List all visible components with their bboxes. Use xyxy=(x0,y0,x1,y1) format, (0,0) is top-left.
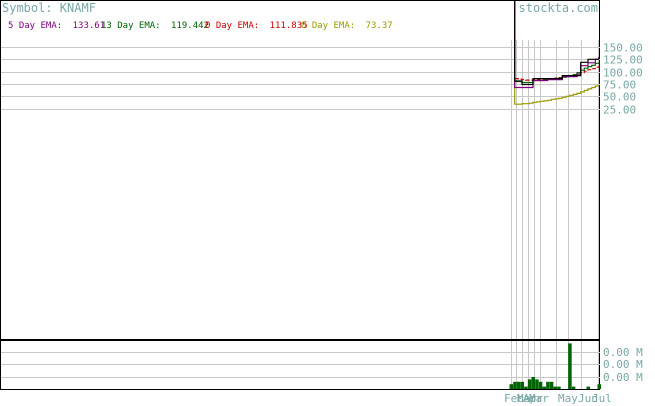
legend-ema13-value: 119.442 xyxy=(171,21,209,31)
symbol-title: Symbol: KNAMF xyxy=(2,1,96,15)
volume-bar xyxy=(513,381,517,389)
brand-name: stockta.com xyxy=(519,1,598,15)
legend-ema5-label: 5 Day EMA: xyxy=(8,21,62,31)
legend-entry-ema13: 13 Day EMA: 119.442 xyxy=(101,21,209,31)
legend-ema20-value: 111.835 xyxy=(270,21,308,31)
date-tick-label: Mar xyxy=(529,392,549,405)
legend-ema50-value: 73.37 xyxy=(366,21,393,31)
series-line-ema20 xyxy=(514,1,599,81)
date-tick-label: Apr xyxy=(523,392,543,405)
volume-bar xyxy=(549,381,554,389)
legend-ema20-label: 0 Day EMA: xyxy=(205,21,259,31)
volume-tick-label: 0.00 M xyxy=(603,371,643,384)
volume-bar xyxy=(516,381,521,389)
volume-bar xyxy=(542,386,546,389)
grid-layer xyxy=(1,40,600,389)
price-tick-label: 125.00 xyxy=(603,54,643,67)
price-tick-label: 100.00 xyxy=(603,67,643,80)
price-panel-frame xyxy=(0,0,600,340)
date-tick-label: Feb xyxy=(504,392,524,405)
price-tick-label: 50.00 xyxy=(603,91,636,104)
volume-tick-label: 0.00 M xyxy=(603,346,643,359)
legend: 5 Day EMA: 133.61 13 Day EMA: 119.442 0 … xyxy=(8,21,393,31)
volume-bar xyxy=(568,343,572,389)
volume-bar xyxy=(557,386,561,389)
volume-axis-labels: 0.00 M0.00 M0.00 M xyxy=(603,346,643,384)
volume-bar xyxy=(538,381,543,389)
volume-bar xyxy=(546,381,550,389)
volume-bar xyxy=(571,386,576,389)
price-tick-label: 25.00 xyxy=(603,104,636,117)
date-tick-label: Mar xyxy=(517,392,537,405)
volume-bar xyxy=(524,386,528,389)
volume-bar xyxy=(509,384,513,389)
legend-ema5-value: 133.61 xyxy=(73,21,106,31)
volume-bar xyxy=(531,377,535,389)
series-line-ema5 xyxy=(514,1,599,89)
legend-entry-ema20: 0 Day EMA: 111.835 xyxy=(205,21,308,31)
volume-bar xyxy=(527,379,532,389)
volume-bar xyxy=(520,381,524,389)
volume-bar xyxy=(553,386,557,389)
volume-bar xyxy=(597,384,601,389)
volume-bar xyxy=(586,386,590,389)
date-tick-label: Jul xyxy=(592,392,612,405)
legend-ema50-label: 0 Day EMA: xyxy=(301,21,355,31)
price-tick-label: 75.00 xyxy=(603,79,636,92)
series-line-price xyxy=(514,1,599,86)
price-series xyxy=(514,1,599,105)
legend-entry-ema5: 5 Day EMA: 133.61 xyxy=(8,21,105,31)
series-line-ema50 xyxy=(514,1,599,105)
legend-ema13-label: 13 Day EMA: xyxy=(101,21,161,31)
volume-bar xyxy=(535,379,539,389)
date-tick-label: May xyxy=(558,392,578,405)
volume-bars xyxy=(509,343,601,389)
volume-tick-label: 0.00 M xyxy=(603,358,643,371)
price-tick-label: 150.00 xyxy=(603,42,643,55)
legend-entry-ema50: 0 Day EMA: 73.37 xyxy=(301,21,393,31)
date-tick-label: Jun xyxy=(578,392,598,405)
